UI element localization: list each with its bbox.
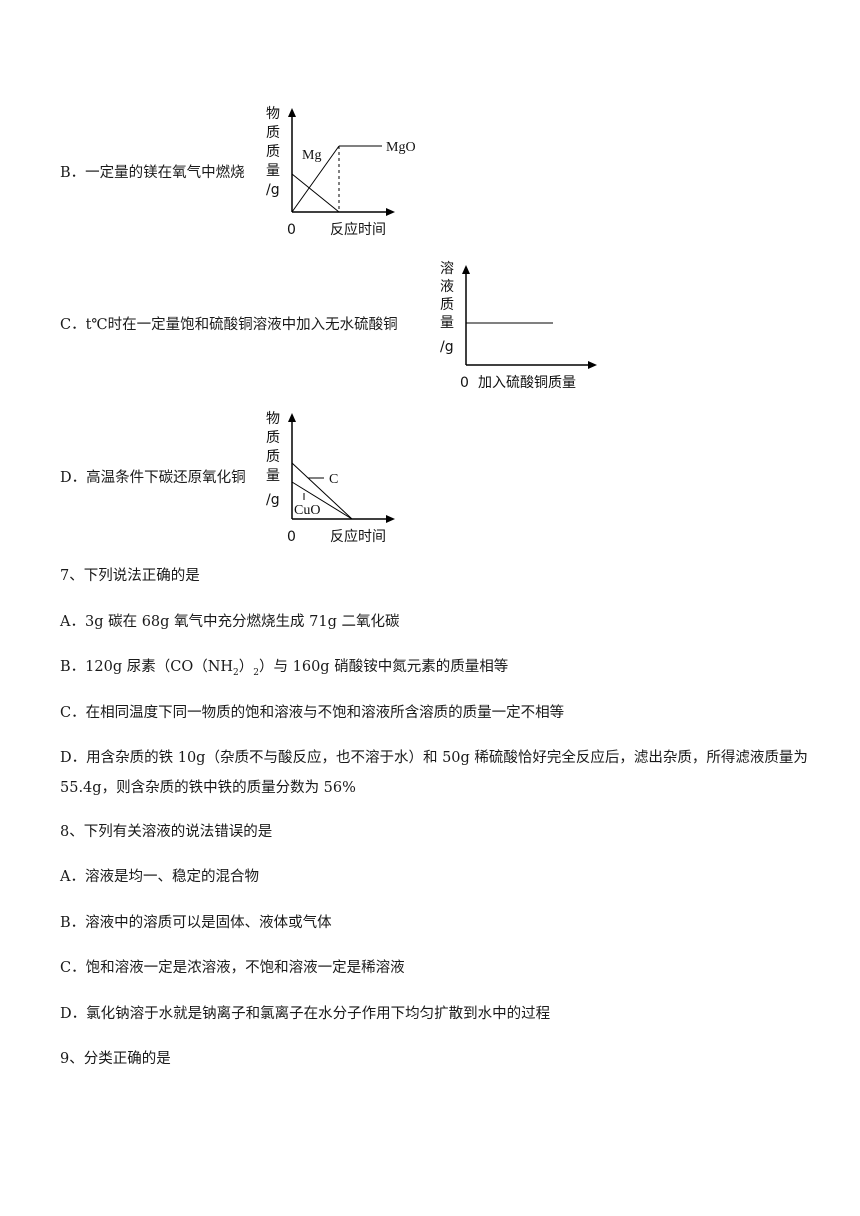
graph-d-y-arrow xyxy=(288,413,296,422)
graph-d-c-line xyxy=(291,462,353,520)
q8-option-d: D．氯化钠溶于水就是钠离子和氯离子在水分子作用下均匀扩散到水中的过程 xyxy=(60,1006,551,1022)
graph-c-ylabel-2: 液 xyxy=(440,279,454,295)
graph-c-x-arrow xyxy=(588,361,597,369)
graph-b-mg-line xyxy=(291,173,340,213)
graph-b-origin: 0 xyxy=(287,222,296,238)
graph-d-ylabel-3: 质 xyxy=(266,449,280,465)
option-b-text: B．一定量的镁在氧气中燃烧 xyxy=(60,165,245,181)
q7-option-b-post: ）与 160g 硝酸铵中氮元素的质量相等 xyxy=(259,659,509,675)
graph-c-ylabel: 溶 液 质 量 /g xyxy=(440,261,454,355)
graph-d-origin: 0 xyxy=(287,529,296,545)
q7-option-b: B．120g 尿素（CO（NH2）2）与 160g 硝酸铵中氮元素的质量相等 xyxy=(60,657,508,683)
graph-b-ylabel-2: 质 xyxy=(266,125,280,141)
graph-d-x-arrow xyxy=(386,515,395,523)
graph-d-ylabel-4: 量 xyxy=(266,468,280,484)
option-c-text: C．t℃时在一定量饱和硫酸铜溶液中加入无水硫酸铜 xyxy=(60,317,398,333)
q7-option-a: A．3g 碳在 68g 氧气中充分燃烧生成 71g 二氧化碳 xyxy=(60,614,400,630)
graph-b-mgo-label: MgO xyxy=(386,140,416,155)
graph-c-y-arrow xyxy=(462,265,470,274)
graph-c: 溶 液 质 量 /g 0 加入硫酸铜质量 xyxy=(440,261,597,391)
graph-c-ylabel-1: 溶 xyxy=(440,261,454,277)
graph-d-ylabel-5: /g xyxy=(266,492,280,508)
graph-d-cuo-label: CuO xyxy=(294,503,320,518)
q8-stem: 8、下列有关溶液的说法错误的是 xyxy=(60,824,273,840)
graph-d-xlabel: 反应时间 xyxy=(330,528,386,545)
graph-b-x-arrow xyxy=(386,208,395,216)
graph-d-ylabel: 物 质 质 量 /g xyxy=(266,411,280,508)
graph-b-ylabel-5: /g xyxy=(266,182,280,198)
q7-stem: 7、下列说法正确的是 xyxy=(60,568,200,584)
q7-option-d: D．用含杂质的铁 10g（杂质不与酸反应，也不溶于水）和 50g 稀硫酸恰好完全… xyxy=(60,750,808,796)
graph-b-ylabel: 物 质 质 量 /g xyxy=(266,106,280,198)
graph-b-xlabel: 反应时间 xyxy=(330,221,386,238)
graph-b-mg-label: Mg xyxy=(302,148,321,163)
graph-b-ylabel-4: 量 xyxy=(266,163,280,179)
q8-option-c: C．饱和溶液一定是浓溶液，不饱和溶液一定是稀溶液 xyxy=(60,960,405,976)
graph-d-ylabel-1: 物 xyxy=(266,411,280,427)
graph-c-ylabel-4: 量 xyxy=(440,315,454,331)
graph-d-c-label: C xyxy=(329,472,338,487)
graph-b-ylabel-3: 质 xyxy=(266,144,280,160)
q7-option-b-mid: ） xyxy=(238,659,254,675)
graph-d-ylabel-2: 质 xyxy=(266,430,280,446)
graph-d: 物 质 质 量 /g C CuO 0 反应时间 xyxy=(266,411,395,545)
graph-b-mgo-rise xyxy=(291,145,340,213)
graph-c-origin: 0 xyxy=(460,375,469,391)
graph-b-y-arrow xyxy=(288,108,296,117)
graph-c-ylabel-3: 质 xyxy=(440,297,454,313)
option-d-text: D．高温条件下碳还原氧化铜 xyxy=(60,470,246,486)
q7-option-c: C．在相同温度下同一物质的饱和溶液与不饱和溶液所含溶质的质量一定不相等 xyxy=(60,705,565,721)
graph-b-ylabel-1: 物 xyxy=(266,106,280,122)
graph-c-xlabel: 加入硫酸铜质量 xyxy=(478,375,576,391)
q7-option-b-sub: 2 xyxy=(233,667,239,678)
q7-option-b-pre: B．120g 尿素（CO（NH xyxy=(60,659,234,675)
q7-option-b-sub2: 2 xyxy=(253,667,260,678)
graph-d-cuo-line xyxy=(291,481,353,520)
graph-b: 物 质 质 量 /g Mg MgO 0 反应时间 xyxy=(266,106,416,238)
q9-stem: 9、分类正确的是 xyxy=(60,1051,171,1067)
graph-c-ylabel-5: /g xyxy=(440,339,454,355)
q8-option-b: B．溶液中的溶质可以是固体、液体或气体 xyxy=(60,915,332,931)
q8-option-a: A．溶液是均一、稳定的混合物 xyxy=(60,869,259,885)
